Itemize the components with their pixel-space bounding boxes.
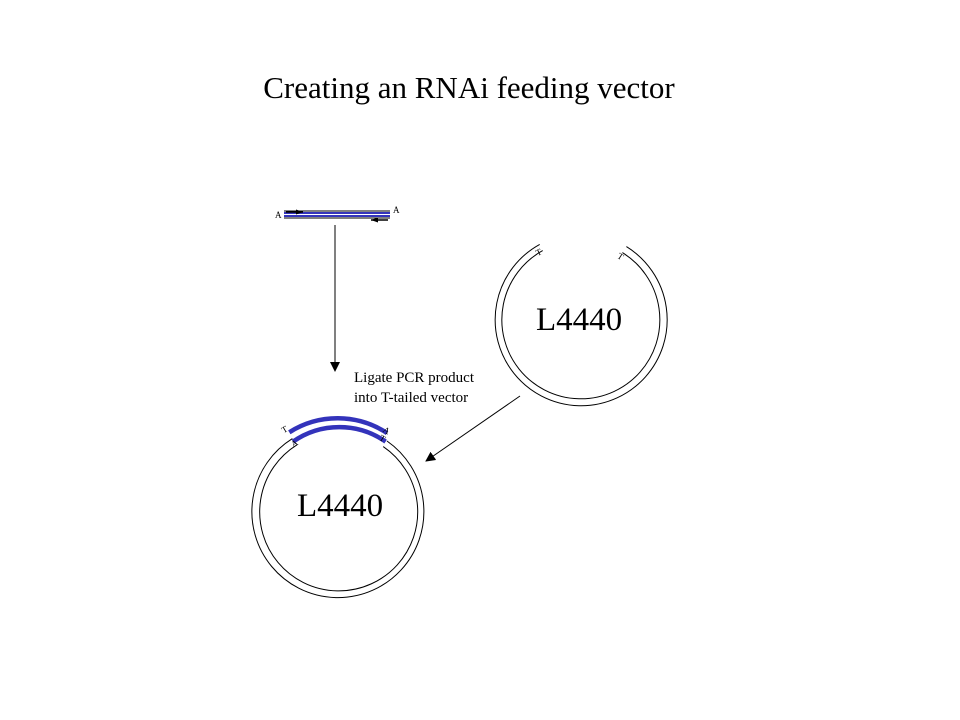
pcr-right-overhang: A [393,205,400,215]
open-vector: T T [494,243,668,407]
open-vector-inner-strand [501,250,661,400]
insert-inner-strand [291,424,387,444]
ligated-vector-inner-strand [259,444,419,592]
ligated-inner-left-base: A [289,437,300,449]
forward-primer-arrow [296,209,303,215]
pcr-left-overhang: A [275,210,282,220]
reverse-primer-arrow [371,217,378,223]
open-vector-left-tail: T [534,246,544,258]
ligated-vector: T A A T [251,416,425,599]
ligated-vector-label: L4440 [297,488,384,524]
insert-outer-strand [288,416,389,435]
ligation-caption-line-1: Ligate PCR product [354,370,474,386]
slide-title: Creating an RNAi feeding vector [263,70,675,105]
ligated-outer-right-base: A [381,424,392,436]
open-vector-outer-strand [494,243,668,407]
ligation-arrow [425,395,521,462]
pcr-product: A A [275,205,400,223]
open-vector-right-tail: T [616,251,626,263]
ligated-outer-left-base: T [280,423,290,435]
open-vector-label: L4440 [536,302,623,338]
ligation-caption-line-2: into T-tailed vector [354,390,469,406]
ligated-inner-right-base: T [378,433,388,445]
ligated-vector-outer-strand [251,438,425,599]
